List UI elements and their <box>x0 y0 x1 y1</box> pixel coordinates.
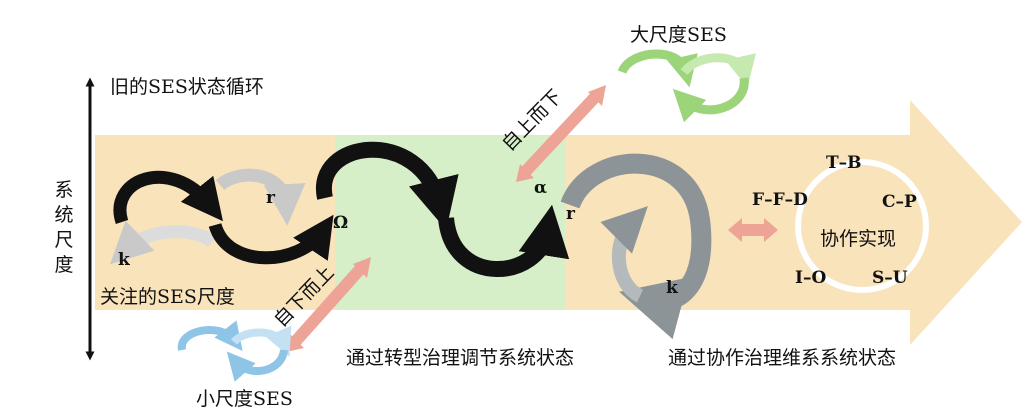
phase-r-old: r <box>266 188 275 208</box>
old-cycle-black-2 <box>208 214 334 265</box>
large-ses-loop-1 <box>617 49 698 88</box>
transform-loop-upper <box>315 141 459 230</box>
pair-s-u: S–U <box>872 268 908 288</box>
small-ses-loop-1 <box>177 320 243 352</box>
old-cycle-title: 旧的SES状态循环 <box>110 76 264 98</box>
pair-c-p: C–P <box>882 192 917 212</box>
collab-arrowhead-left <box>728 218 742 242</box>
phase-omega: Ω <box>333 213 349 233</box>
pair-f-f-d: F–F–D <box>752 190 808 210</box>
collab-loop-inner <box>600 206 648 303</box>
small-ses-label: 小尺度SES <box>196 388 293 410</box>
large-ses-label: 大尺度SES <box>630 24 727 46</box>
old-cycle-gray-1 <box>215 168 306 226</box>
collab-center-label: 协作实现 <box>820 228 897 250</box>
large-ses-loop-3 <box>672 77 749 123</box>
collab-loop-outer <box>560 153 712 340</box>
bottom-up-arrow <box>290 263 367 346</box>
small-ses-loop-2 <box>230 325 292 357</box>
phase-k-new: k <box>666 278 678 298</box>
transform-caption: 通过转型治理调节系统状态 <box>346 347 575 369</box>
pair-i-o: I–O <box>795 268 827 288</box>
small-ses-loop-3 <box>226 349 288 382</box>
large-ses-loop-2 <box>680 53 756 88</box>
collaboration-arrow <box>565 100 1022 345</box>
bottom-up-arrowhead-top <box>353 257 371 278</box>
top-down-arrow <box>520 90 602 177</box>
top-down-arrowhead-bottom <box>516 164 534 182</box>
phase-k-old: k <box>118 250 130 270</box>
collab-arrowhead-right <box>764 218 778 242</box>
focal-scale-label: 关注的SES尺度 <box>100 286 235 308</box>
pair-t-b: T–B <box>826 153 862 173</box>
phase-alpha: α <box>534 178 548 198</box>
old-cycle-black-1 <box>113 170 224 225</box>
collab-ring <box>795 159 929 293</box>
transform-loop-lower <box>438 204 570 277</box>
old-cycle-light-lower <box>109 220 217 265</box>
phase-r-new: r <box>566 204 575 224</box>
collab-caption: 通过协作治理维系系统状态 <box>668 347 897 369</box>
system-scale-label: 系统尺度 <box>54 179 74 276</box>
top-down-arrowhead-top <box>588 85 606 106</box>
